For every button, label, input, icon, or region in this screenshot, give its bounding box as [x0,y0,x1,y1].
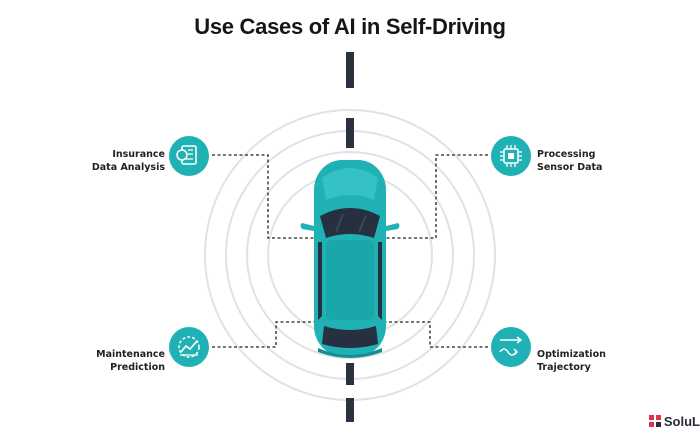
label-optimization-trajectory: Optimization Trajectory [537,349,606,373]
processor-chip-icon [491,136,531,176]
insurance-document-icon [169,136,209,176]
label-processing-sensor-data: Processing Sensor Data [537,149,603,173]
label-maintenance-prediction: Maintenance Prediction [96,349,165,373]
car-top-view [300,160,400,358]
brand-name: SoluL [663,413,700,429]
label-insurance-data-analysis: Insurance Data Analysis [91,149,165,173]
road-lane-markings [346,52,354,422]
brand-logo-icon [648,415,661,427]
page-title: Use Cases of AI in Self-Driving [194,14,506,39]
gear-chart-icon [169,327,209,367]
brand-watermark: SoluL [648,411,700,431]
route-arrows-icon [491,327,531,367]
connector-lines [212,154,488,348]
